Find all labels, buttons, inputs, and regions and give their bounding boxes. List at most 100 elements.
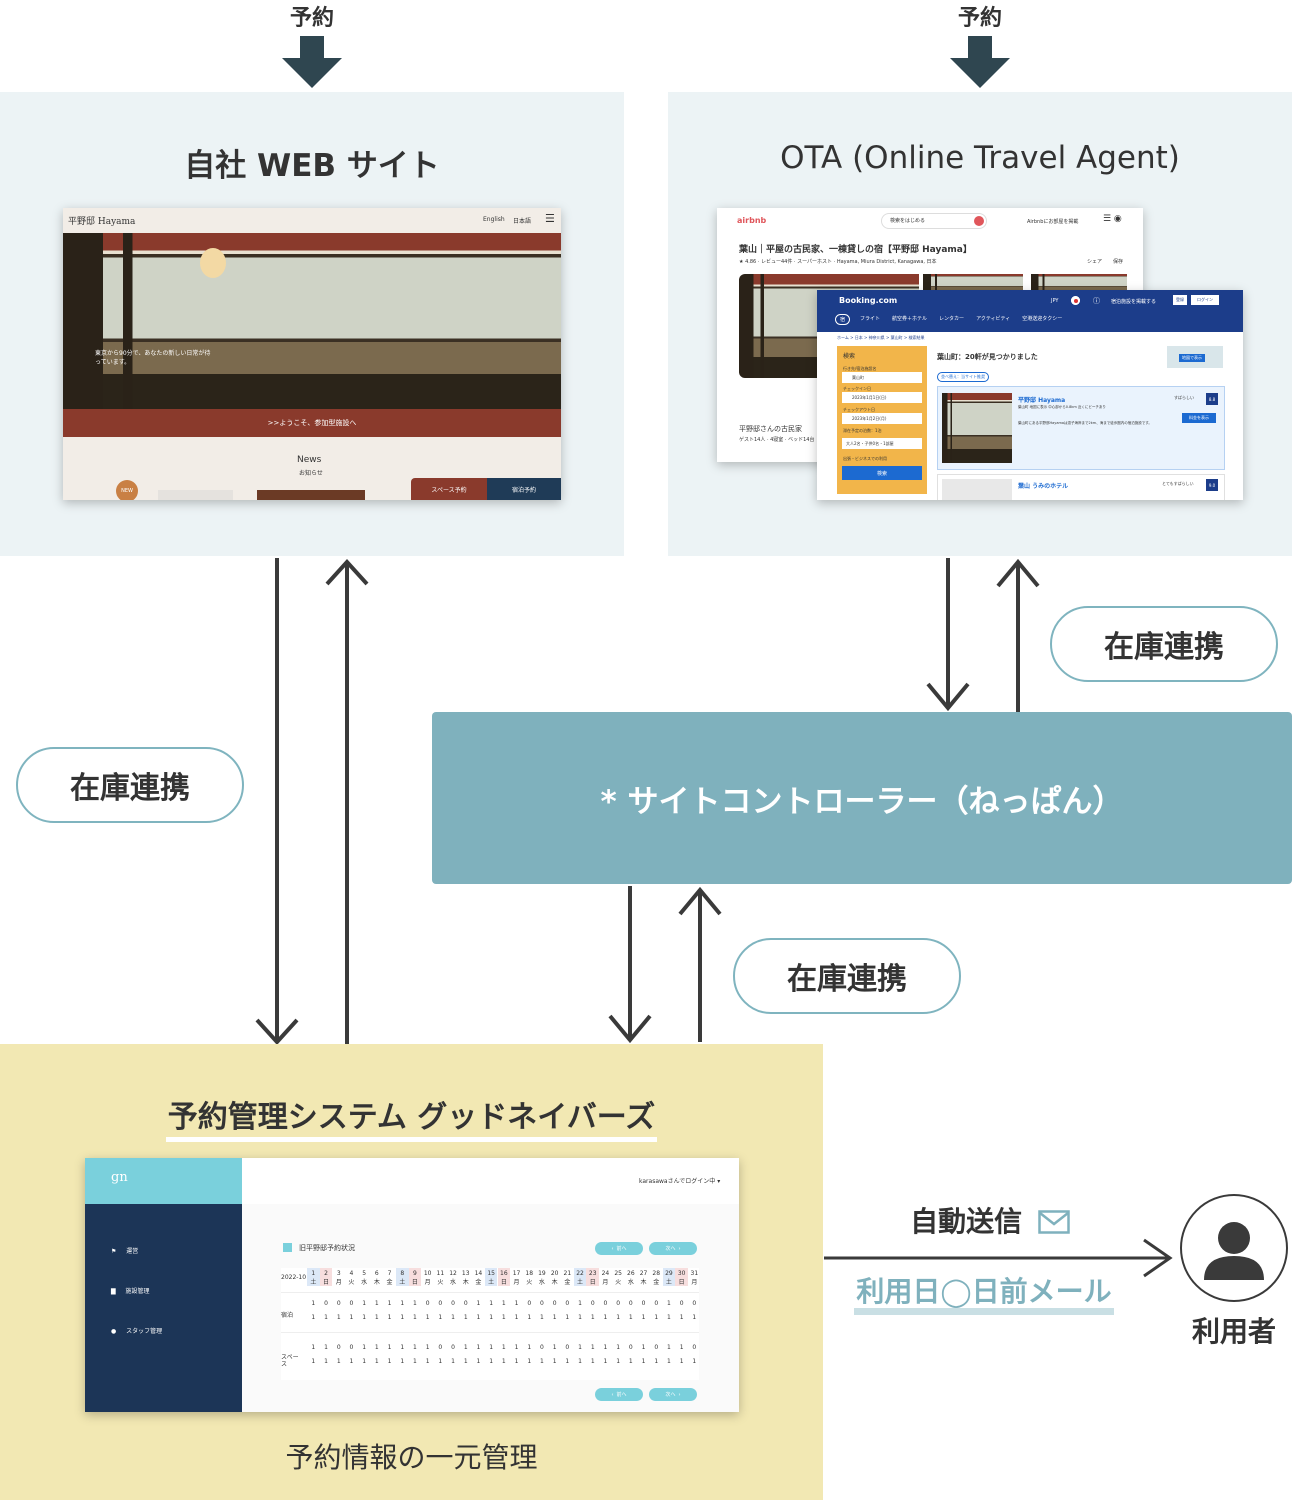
gn-stay-cell: 1 xyxy=(692,1314,697,1321)
destination-input[interactable]: 葉山町 xyxy=(842,372,922,383)
booking-logo: Booking.com xyxy=(839,296,898,305)
airbnb-search-box[interactable]: 検索をはじめる xyxy=(881,213,987,229)
gn-prev-button-bottom[interactable]: ‹ 前へ xyxy=(595,1388,643,1401)
airbnb-listing-title: 葉山｜平屋の古民家、一棟貸しの宿【平野邸 Hayama】 xyxy=(739,245,972,255)
gn-day-highlight xyxy=(395,1268,409,1286)
booking-nav-item[interactable]: 空港送迎タクシー xyxy=(1022,316,1063,322)
booking-login-label: ログイン xyxy=(1197,297,1213,302)
booking-map-button[interactable]: 地図で表示 xyxy=(1167,346,1223,368)
gn-space-cell: 1 xyxy=(476,1358,481,1365)
gn-day-number: 19 xyxy=(538,1270,546,1277)
gn-weekday: 月 xyxy=(513,1279,520,1286)
hotel-card-1[interactable]: 平野邸 Hayama 葉山町 地図に表示 中心部から0.8km 近くにビーチあり… xyxy=(937,386,1225,470)
booking-nav-item[interactable]: 航空券＋ホテル xyxy=(892,316,928,322)
gn-space-cell: 1 xyxy=(667,1358,671,1365)
airbnb-host-link[interactable]: Airbnbにお部屋を掲載 xyxy=(1027,219,1079,225)
checkin-input[interactable]: 2023年1月1日(日) xyxy=(842,392,922,403)
welcome-banner[interactable]: >>ようこそ、参加型施設へ xyxy=(63,409,561,437)
lang-ja-link[interactable]: 日本語 xyxy=(513,218,532,225)
hotel-card-2[interactable]: 葉山 うみのホテル とてもすばらしい 9.0 xyxy=(937,474,1225,500)
lang-en-link[interactable]: English xyxy=(483,216,505,223)
user-avatar-icon xyxy=(1180,1194,1288,1302)
airbnb-save-link[interactable]: 保存 xyxy=(1113,259,1124,265)
gn-prev-button-top[interactable]: ‹ 前へ xyxy=(595,1242,643,1255)
gn-space-cell: 0 xyxy=(336,1344,341,1351)
gn-stay-cell: 1 xyxy=(501,1300,506,1307)
hotel-card-1-desc: 葉山町にある平野邸Hayamaは逗子海岸まで2km、海まで徒歩圏内の宿泊施設です… xyxy=(1018,421,1152,425)
gn-sidebar: ⚑ 運営 ▇ 施設管理 ● スタッフ管理 xyxy=(85,1204,242,1412)
gn-stay-cell: 1 xyxy=(641,1314,646,1321)
gn-stay-cell: 1 xyxy=(476,1300,481,1307)
hotel-card-1-rating-text: すばらしい xyxy=(1174,395,1194,400)
gn-stay-cell: 1 xyxy=(603,1314,608,1321)
gn-stay-cell: 1 xyxy=(578,1314,582,1321)
gn-menu-facility[interactable]: ▇ 施設管理 xyxy=(111,1288,150,1295)
gn-screenshot: gn ⚑ 運営 ▇ 施設管理 ● スタッフ管理 karasawaさんでログイン中… xyxy=(85,1158,739,1412)
gn-topbar xyxy=(242,1158,739,1204)
booking-nav-item[interactable]: レンタカー xyxy=(939,316,965,322)
gn-weekday: 日 xyxy=(323,1279,330,1286)
flag-japan-icon[interactable] xyxy=(1071,296,1080,305)
help-icon[interactable]: ⓘ xyxy=(1093,297,1100,305)
booking-nav-item[interactable]: アクティビティ xyxy=(976,316,1011,322)
gn-day-number: 31 xyxy=(690,1270,699,1277)
gn-stay-cell: 1 xyxy=(451,1314,455,1321)
gn-space-cell: 1 xyxy=(362,1344,367,1351)
booking-list-property[interactable]: 宿泊施設を掲載する xyxy=(1111,299,1157,305)
gn-day-number: 20 xyxy=(550,1270,559,1277)
airbnb-user-icon[interactable]: ☰ ◉ xyxy=(1103,214,1122,224)
gn-user-menu[interactable]: karasawaさんでログイン中 ▾ xyxy=(639,1178,721,1185)
gn-logo: gn xyxy=(111,1170,128,1185)
space-booking-button[interactable]: スペース予約 xyxy=(411,478,487,500)
airbnb-share-link[interactable]: シェア xyxy=(1087,259,1103,265)
airbnb-search-icon[interactable] xyxy=(974,216,984,226)
gn-space-cell: 1 xyxy=(590,1358,595,1365)
gn-stay-cell: 1 xyxy=(400,1314,405,1321)
gn-day-number: 3 xyxy=(336,1270,341,1277)
reserve-arrow-left xyxy=(282,36,342,88)
hamburger-menu-icon[interactable]: ☰ xyxy=(545,212,555,225)
gn-space-cell: 0 xyxy=(438,1344,443,1351)
gn-stay-cell: 0 xyxy=(463,1300,468,1307)
booking-currency[interactable]: JPY xyxy=(1051,298,1059,304)
hotel-card-2-name[interactable]: 葉山 うみのホテル xyxy=(1018,483,1069,490)
business-checkbox[interactable]: 出張・ビジネスでの利用 xyxy=(843,456,887,461)
gn-stay-cell: 1 xyxy=(654,1314,659,1321)
gn-stay-cell: 0 xyxy=(603,1300,608,1307)
booking-nav-item[interactable]: 宿 xyxy=(835,314,851,325)
gn-day-number: 22 xyxy=(576,1270,584,1277)
gn-weekday: 土 xyxy=(488,1279,495,1286)
hotel-card-1-name[interactable]: 平野邸 Hayama xyxy=(1018,397,1066,404)
gn-menu-operation[interactable]: ⚑ 運営 xyxy=(111,1248,139,1255)
gn-space-cell: 0 xyxy=(692,1344,697,1351)
gn-day-number: 1 xyxy=(311,1270,316,1277)
gn-stay-cell: 0 xyxy=(616,1300,621,1307)
auto-send-text: 自動送信 xyxy=(910,1205,1023,1238)
gn-stay-cell: 1 xyxy=(578,1300,582,1307)
gn-space-cell: 1 xyxy=(463,1344,468,1351)
gn-next-button-bottom[interactable]: 次へ › xyxy=(649,1388,697,1401)
gn-menu-staff[interactable]: ● スタッフ管理 xyxy=(111,1328,163,1335)
gn-row-label-stay: 宿泊 xyxy=(281,1312,294,1319)
booking-sort-filter[interactable]: 並べ替え：当サイト推奨 xyxy=(937,372,989,382)
gn-prev-label-bottom: 前へ xyxy=(616,1392,627,1398)
hotel-card-2-score: 9.0 xyxy=(1206,479,1218,491)
stay-booking-button[interactable]: 宿泊予約 xyxy=(487,478,561,500)
gn-section-marker xyxy=(283,1243,292,1252)
hotel-card-2-photo xyxy=(942,479,1012,500)
gn-stay-cell: 1 xyxy=(476,1314,481,1321)
booking-login-button[interactable]: ログイン xyxy=(1191,295,1219,305)
checkin-value: 2023年1月1日(日) xyxy=(852,395,887,400)
booking-nav-item[interactable]: フライト xyxy=(860,316,881,322)
checkout-input[interactable]: 2023年1月2日(月) xyxy=(842,413,922,424)
booking-search-button[interactable]: 検索 xyxy=(842,466,922,480)
booking-register-button[interactable]: 登録 xyxy=(1173,295,1187,305)
gn-stay-cell: 1 xyxy=(540,1314,544,1321)
hotel-card-1-price-button[interactable]: 料金を表示 xyxy=(1182,413,1216,423)
gn-stay-cell: 1 xyxy=(667,1300,671,1307)
hotel-card-2-rating-text: とてもすばらしい xyxy=(1162,481,1194,486)
gn-next-button-top[interactable]: 次へ › xyxy=(649,1242,697,1255)
gn-day-highlight xyxy=(586,1268,600,1286)
gn-space-cell: 1 xyxy=(387,1344,392,1351)
guests-select[interactable]: 大人2名・子供0名・1部屋 xyxy=(842,438,922,449)
